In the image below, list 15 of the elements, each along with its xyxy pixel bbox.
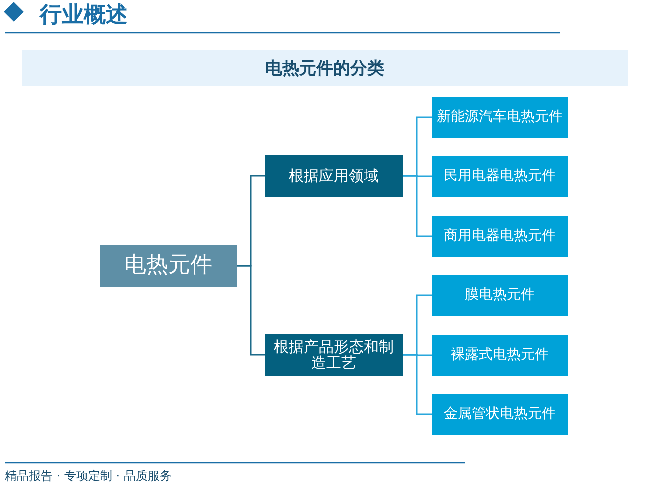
slogan-text: 精品报告 · 专项定制 · 品质服务 — [5, 468, 172, 484]
connector-line — [403, 175, 432, 238]
type-box: 新能源汽车电热元件 — [432, 97, 568, 138]
title-banner: 电热元件的分类 — [22, 50, 628, 86]
root-box: 电热元件 — [100, 245, 237, 287]
type-box: 裸露式电热元件 — [432, 335, 568, 376]
type-box: 膜电热元件 — [432, 275, 568, 316]
type-box: 商用电器电热元件 — [432, 216, 568, 257]
category-box: 根据产品形态和制造工艺 — [265, 334, 403, 376]
connector-line — [403, 354, 432, 416]
type-box: 民用电器电热元件 — [432, 156, 568, 197]
header-title: 行业概述 — [40, 2, 128, 30]
category-box: 根据应用领域 — [265, 155, 403, 197]
type-box: 金属管状电热元件 — [432, 394, 568, 435]
connector-line — [237, 265, 265, 356]
